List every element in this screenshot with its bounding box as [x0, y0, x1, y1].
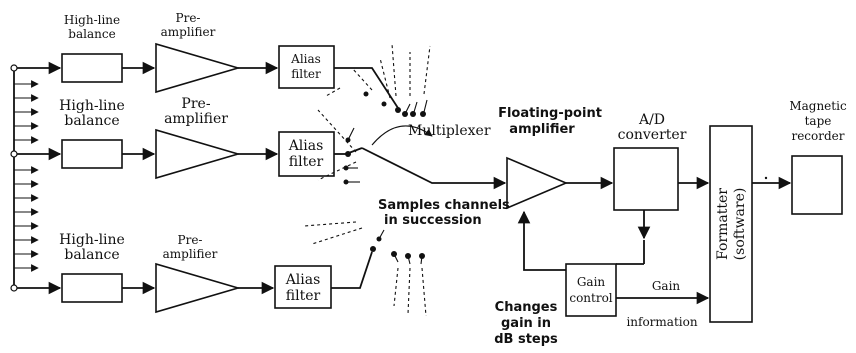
- input-terminal-mid: [10, 150, 18, 158]
- floating-amplifier-label-1: Floating-point: [498, 106, 602, 121]
- multiplexer-output-wire: [361, 147, 494, 184]
- formatter-box: [709, 125, 753, 323]
- tape-recorder-box: [791, 155, 843, 215]
- input-terminal-bot: [10, 284, 18, 292]
- samples-label-1: Samples channels: [378, 198, 510, 213]
- ad-converter: A/D converter: [613, 112, 710, 240]
- floating-amplifier-label-2: amplifier: [509, 122, 575, 137]
- preamplifier-mid-label-1: Pre-: [181, 96, 210, 112]
- tape-recorder-label-2: tape: [805, 114, 832, 128]
- formatter-label: Formatter: [715, 188, 731, 260]
- multiplexer-wiper: [345, 147, 363, 155]
- alias-filter-mid-label-2: filter: [289, 154, 324, 170]
- alias-filter-mid-label-1: Alias: [288, 138, 324, 154]
- input-terminal-top: [10, 64, 18, 72]
- alias-filter-bot-label-2: filter: [286, 288, 321, 304]
- highline-balance-top-box: [61, 53, 123, 83]
- floating-amplifier-triangle: [506, 156, 569, 210]
- ad-converter-label-2: converter: [618, 127, 687, 143]
- gain-control: Gain control Gain information Changes ga…: [494, 210, 710, 347]
- highline-balance-top-label-1: High-line: [64, 13, 120, 27]
- tape-recorder-label-1: Magnetic: [789, 99, 847, 113]
- preamplifier-bot-label-2: amplifier: [163, 247, 218, 261]
- input-bus: [10, 64, 39, 292]
- alias-filter-bot-label-1: Alias: [285, 272, 321, 288]
- preamplifier-mid-triangle: [155, 128, 241, 180]
- floating-point-amplifier: Floating-point amplifier: [498, 106, 614, 210]
- preamplifier-top-triangle: [155, 42, 241, 94]
- highline-balance-mid-label-1: High-line: [59, 98, 125, 114]
- formatter: Formatter (software): [709, 125, 792, 323]
- ad-converter-label-1: A/D: [638, 112, 665, 128]
- input-channel-arrows: [14, 80, 39, 272]
- preamplifier-top-label-1: Pre-: [176, 11, 201, 25]
- magnetic-tape-recorder: Magnetic tape recorder: [789, 99, 847, 215]
- highline-balance-bot-box: [61, 273, 123, 303]
- alias-filter-top-label-2: filter: [291, 67, 321, 81]
- preamplifier-mid-label-2: amplifier: [164, 111, 228, 127]
- gain-information-label-2: information: [626, 315, 697, 329]
- alias-filter-top-label-1: Alias: [290, 52, 321, 66]
- tape-recorder-label-3: recorder: [791, 129, 844, 143]
- gain-control-label-2: control: [569, 291, 612, 305]
- multiplexer-label: Multiplexer: [408, 123, 491, 139]
- changes-label-2: gain in: [501, 316, 551, 331]
- highline-balance-bot-label-1: High-line: [59, 232, 125, 248]
- preamplifier-bot-triangle: [155, 262, 241, 314]
- changes-label-3: dB steps: [494, 332, 558, 347]
- multiplexer-contacts-top: [325, 43, 431, 117]
- gain-control-label-1: Gain: [577, 275, 606, 289]
- changes-label-1: Changes: [495, 300, 558, 315]
- channel-top-output-wire: [334, 67, 399, 109]
- gain-control-box: [565, 263, 617, 317]
- alias-filter-bot-box: [274, 265, 332, 309]
- highline-balance-mid-box: [61, 139, 123, 169]
- samples-label-2: in succession: [384, 213, 482, 228]
- formatter-sub-label: (software): [732, 188, 748, 261]
- channel-bot-output-wire: [331, 251, 373, 289]
- highline-balance-mid-label-2: balance: [64, 113, 119, 129]
- preamplifier-top-label-2: amplifier: [161, 25, 216, 39]
- gain-feedback-wire: [517, 210, 566, 271]
- alias-filter-top-box: [278, 45, 335, 89]
- highline-balance-top-label-2: balance: [68, 27, 115, 41]
- preamplifier-bot-label-1: Pre-: [178, 233, 203, 247]
- multiplexer-contacts-mid: [317, 109, 360, 185]
- channel-mid: High-line balance Pre- amplifier Alias f…: [17, 96, 346, 180]
- channel-top: High-line balance Pre- amplifier Alias f…: [17, 11, 401, 113]
- ad-converter-box: [613, 147, 679, 211]
- multiplexer-switch: Multiplexer Samples channels in successi…: [303, 43, 510, 317]
- highline-balance-bot-label-2: balance: [64, 247, 119, 263]
- channel-bot: High-line balance Pre- amplifier Alias f…: [17, 232, 376, 314]
- multiplexer-contacts-bot: [303, 221, 427, 317]
- gain-information-label-1: Gain: [652, 279, 681, 293]
- multiplexer-rotation-arrow: [371, 125, 433, 146]
